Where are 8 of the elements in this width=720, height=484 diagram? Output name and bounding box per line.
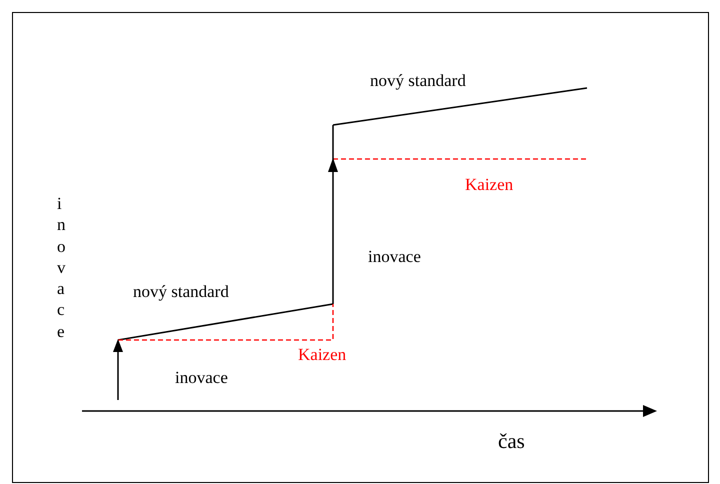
chart-label: nový standard [133,281,229,302]
chart-label: Kaizen [465,174,514,196]
chart-label: inovace [368,246,421,268]
axis-label: inovace [57,193,66,342]
chart-label: Kaizen [298,344,346,366]
chart-label: čas [498,428,525,454]
chart-label: nový standard [370,70,466,92]
chart-label: inovace [175,367,228,388]
